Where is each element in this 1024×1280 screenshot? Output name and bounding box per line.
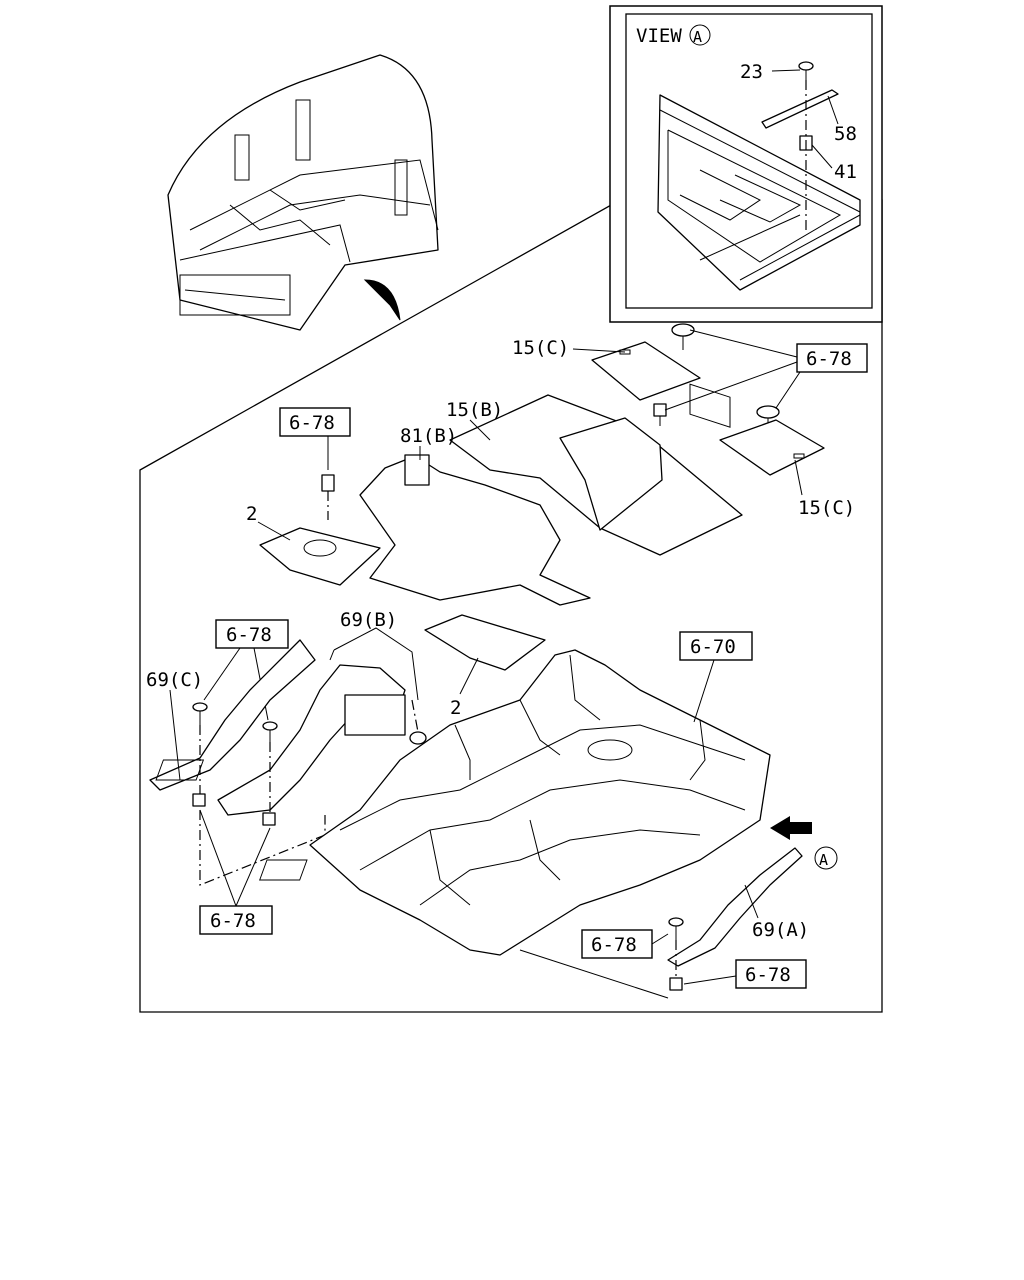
ref-678-upper-left: 6-78	[289, 412, 335, 434]
mat-15c-right	[719, 419, 825, 476]
pad-2-lower	[424, 614, 546, 671]
view-a-inset: VIEW A 23 58 41	[609, 5, 883, 428]
clip-left-4	[262, 812, 276, 826]
callout-58: 58	[834, 123, 857, 145]
view-arrow-icon	[363, 279, 401, 321]
callout-81b: 81(B)	[400, 425, 457, 447]
mat-15c-top	[591, 341, 701, 401]
main-frame	[139, 199, 883, 1013]
clip-top-2	[756, 405, 780, 432]
clip-left-1	[192, 702, 208, 725]
inset-floor-frame	[657, 94, 861, 428]
ref-box-678-bottom-left[interactable]	[199, 905, 273, 935]
clip-top-1	[671, 323, 695, 350]
part-58-strip	[761, 89, 839, 129]
ref-box-678-bottom-right[interactable]	[735, 959, 807, 989]
view-a-marker-circle	[814, 846, 838, 870]
clip-left-2	[262, 721, 278, 742]
callout-15b: 15(B)	[446, 399, 503, 421]
ref-box-670[interactable]	[679, 631, 753, 661]
floor-panel-670	[309, 649, 771, 956]
callout-2-upper: 2	[246, 503, 257, 525]
clip-upper-left	[321, 474, 335, 492]
ref-678-bottom-right: 6-78	[745, 964, 791, 986]
callout-2-lower: 2	[450, 697, 461, 719]
ref-678-left: 6-78	[226, 624, 272, 646]
callout-69c: 69(C)	[146, 669, 203, 691]
sill-bracket-69b	[344, 694, 406, 736]
inset-marker: A	[693, 28, 702, 46]
clip-top-3	[653, 403, 667, 426]
inset-marker-circle	[689, 24, 711, 46]
mat-15b-hump	[559, 417, 663, 531]
callout-69a: 69(A)	[752, 919, 809, 941]
cab-overview	[167, 54, 439, 331]
clip-left-3	[192, 793, 206, 807]
bolt-69b	[409, 731, 427, 745]
ref-678-bottom-left: 6-78	[210, 910, 256, 932]
ref-678-top-right: 6-78	[806, 348, 852, 370]
clip-bottom-2	[669, 977, 683, 991]
view-a-marker: A	[819, 851, 828, 869]
ref-box-678-left[interactable]	[215, 619, 289, 649]
callout-15c-right: 15(C)	[798, 497, 855, 519]
callout-69b: 69(B)	[340, 609, 397, 631]
ref-678-bottom-mid: 6-78	[591, 934, 637, 956]
sill-plate-69a	[667, 847, 803, 967]
ref-box-678-upper-left[interactable]	[279, 407, 351, 437]
callout-23: 23	[740, 61, 763, 83]
ref-box-678-bottom-mid[interactable]	[581, 929, 653, 959]
ref-670: 6-70	[690, 636, 736, 658]
part-23-screw	[798, 61, 814, 80]
clip-bottom-1	[668, 917, 684, 940]
callout-41: 41	[834, 161, 857, 183]
callout-15c-top: 15(C)	[512, 337, 569, 359]
ref-box-678-top-right[interactable]	[796, 343, 868, 373]
sill-plate-69c	[149, 639, 316, 791]
inset-title: VIEW	[636, 25, 682, 47]
view-a-arrow-icon	[770, 816, 812, 840]
